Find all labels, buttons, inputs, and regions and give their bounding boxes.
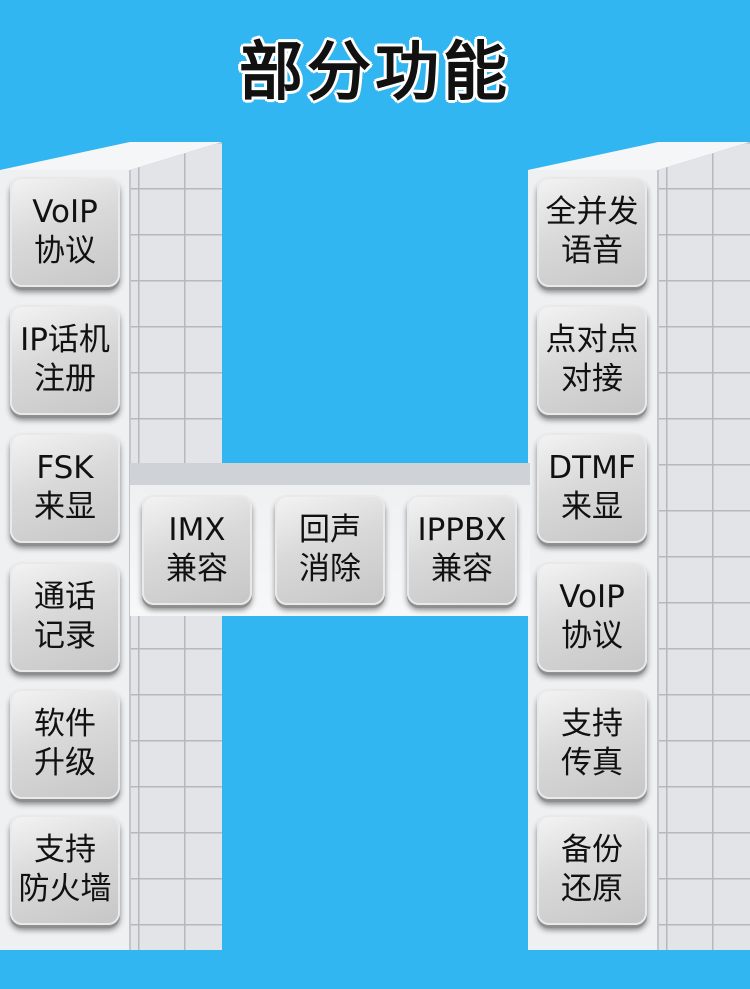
feature-firewall-support[interactable]: 支持 防火墙 (10, 815, 120, 925)
feature-voip-protocol-left[interactable]: VoIP 协议 (10, 177, 120, 287)
feature-full-concurrent-voice[interactable]: 全并发 语音 (537, 177, 647, 287)
feature-backup-restore[interactable]: 备份 还原 (537, 815, 647, 925)
feature-software-upgrade[interactable]: 软件 升级 (10, 689, 120, 799)
page-title: 部分功能 (239, 36, 511, 110)
feature-ippbx-compatible[interactable]: IPPBX 兼容 (407, 495, 517, 605)
feature-peer-to-peer[interactable]: 点对点 对接 (537, 305, 647, 415)
feature-voip-protocol-right[interactable]: VoIP 协议 (537, 562, 647, 672)
feature-echo-cancellation[interactable]: 回声 消除 (275, 495, 385, 605)
feature-imx-compatible[interactable]: IMX 兼容 (142, 495, 252, 605)
feature-ip-phone-register[interactable]: IP话机 注册 (10, 305, 120, 415)
feature-fsk-caller-id[interactable]: FSK 来显 (10, 433, 120, 543)
feature-dtmf-caller-id[interactable]: DTMF 来显 (537, 433, 647, 543)
feature-fax-support[interactable]: 支持 传真 (537, 689, 647, 799)
feature-call-records[interactable]: 通话 记录 (10, 562, 120, 672)
